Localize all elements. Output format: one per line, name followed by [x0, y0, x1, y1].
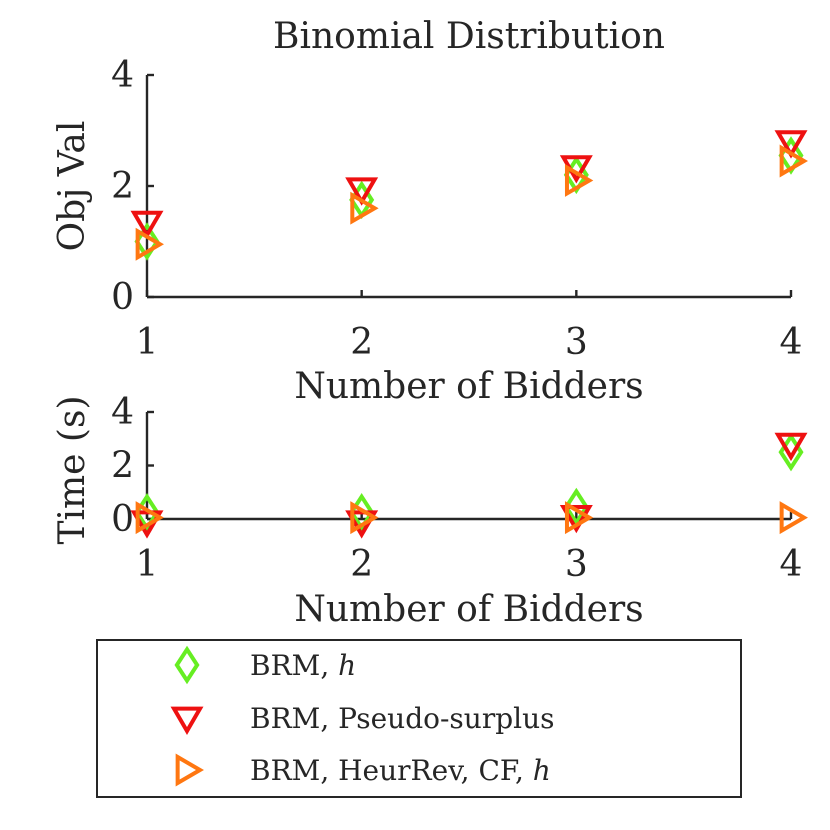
plot-1-series-1-point-3 [774, 432, 808, 462]
time-plot: 1 2 3 4 0 2 4 Number of Bidders Time (s) [52, 392, 808, 630]
plot-0-series-2-point-0 [135, 227, 164, 261]
legend-marker-2 [175, 753, 204, 787]
legend-box [96, 639, 742, 798]
plot-1-x-tick-label-0: 1 [136, 544, 159, 585]
obj-val-x-axis-label: Number of Bidders [294, 366, 643, 407]
plot-0-y-tick-label-0: 0 [111, 277, 134, 318]
obj-val-ticks: 1 2 3 4 0 2 4 [111, 55, 802, 363]
plot-0-series-0-point-0 [134, 222, 160, 261]
plot-1-y-tick-label-2: 4 [111, 392, 134, 433]
plot-0-series-1-point-3 [774, 130, 808, 159]
plot-0-series-1-point-1 [345, 177, 379, 206]
plot-0-x-tick-label-3: 4 [780, 322, 803, 363]
obj-val-y-axis-label: Obj Val [52, 121, 93, 252]
plot-1-x-tick-label-1: 2 [350, 544, 373, 585]
time-markers [130, 432, 808, 539]
plot-1-series-0-point-2 [563, 487, 589, 527]
obj-val-markers [130, 130, 808, 261]
plot-1-series-2-point-1 [350, 501, 379, 535]
plot-1-x-tick-label-3: 4 [780, 544, 803, 585]
chart-title: Binomial Distribution [273, 16, 665, 57]
legend-marker-0 [174, 645, 200, 685]
time-ticks: 1 2 3 4 0 2 4 [111, 392, 802, 585]
legend-label-2: BRM, HeurRev, CF, h [250, 754, 551, 787]
plot-1-series-2-point-0 [135, 501, 164, 535]
plot-1-series-2-point-3 [779, 501, 808, 535]
plot-0-x-tick-label-0: 1 [136, 322, 159, 363]
plot-1-y-tick-label-1: 2 [111, 446, 134, 487]
plot-0-x-tick-label-1: 2 [350, 322, 373, 363]
plot-0-y-tick-label-1: 2 [111, 166, 134, 207]
legend-marker-1 [170, 706, 204, 735]
plot-0-series-2-point-1 [350, 191, 379, 225]
objective-value-plot: 1 2 3 4 0 2 4 Number of Bidders Obj Val [52, 55, 808, 407]
plot-1-x-tick-label-2: 3 [565, 544, 588, 585]
legend-label-1: BRM, Pseudo-surplus [250, 702, 555, 735]
plot-1-series-2-point-2 [564, 501, 594, 535]
plot-0-series-2-point-3 [779, 144, 808, 178]
plot-0-x-tick-label-2: 3 [565, 322, 588, 363]
legend-label-0: BRM, h [250, 649, 356, 682]
plot-1-y-tick-label-0: 0 [111, 499, 134, 540]
plot-1-series-1-point-2 [559, 504, 593, 534]
plot-0-series-1-point-0 [130, 210, 164, 240]
time-y-axis-label: Time (s) [52, 396, 93, 545]
plot-0-series-2-point-2 [564, 163, 594, 197]
plot-0-y-tick-label-2: 4 [111, 55, 134, 96]
time-x-axis-label: Number of Bidders [294, 589, 643, 630]
